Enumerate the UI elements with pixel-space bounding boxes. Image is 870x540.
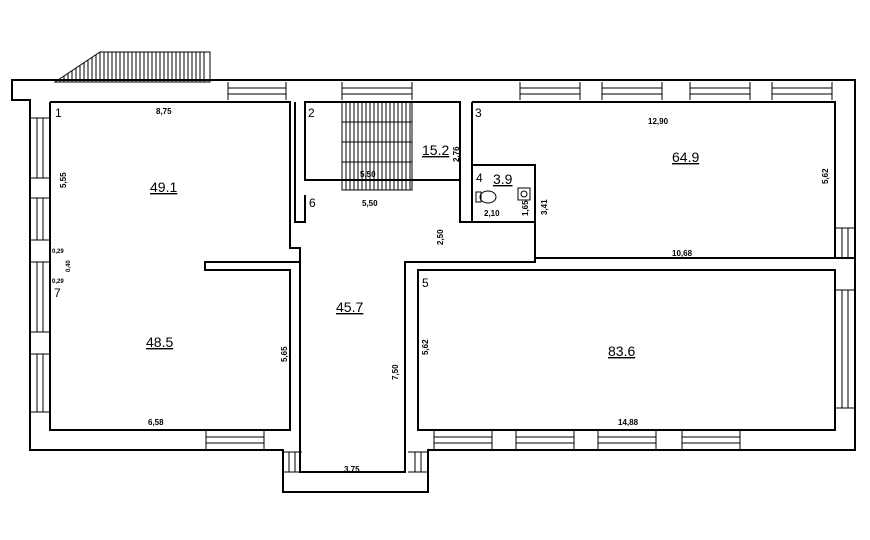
dim-r7-c: 0,29 — [52, 279, 64, 285]
interior-staircase — [341, 101, 413, 191]
room-number-5: 5 — [422, 276, 429, 290]
room-number-1: 1 — [55, 106, 62, 120]
room-area-7: 48.5 — [146, 334, 173, 350]
dim-bay: 3,75 — [344, 465, 360, 474]
dim-stairs: 5,50 — [360, 170, 376, 179]
dim-r4-height: 1,65 — [521, 200, 530, 216]
room-number-6: 6 — [309, 196, 316, 210]
room-area-4: 3.9 — [493, 171, 513, 187]
dim-r3-bottom: 10,68 — [672, 249, 693, 258]
room-number-4: 4 — [476, 171, 483, 185]
dim-r6-len: 5,50 — [362, 199, 378, 208]
room-area-5: 83.6 — [608, 343, 635, 359]
room-area-1: 49.1 — [150, 179, 177, 195]
toilet-icon — [475, 190, 497, 204]
sink-icon — [517, 187, 531, 201]
dim-r5-left: 5,62 — [421, 339, 430, 355]
dim-r5-bottom: 14,88 — [618, 418, 639, 427]
dim-corridor-length: 7,50 — [391, 364, 400, 380]
dim-r1-left: 5,55 — [59, 172, 68, 188]
room-area-6: 45.7 — [336, 299, 363, 315]
dim-r7-right: 5,65 — [280, 346, 289, 362]
external-staircase — [53, 51, 211, 83]
room-area-2: 15.2 — [422, 142, 449, 158]
room-number-2: 2 — [308, 106, 315, 120]
dim-r4-width: 2,10 — [484, 209, 500, 218]
dim-r3-right: 5,62 — [821, 168, 830, 184]
room-area-3: 64.9 — [672, 149, 699, 165]
outer-walls — [11, 79, 856, 493]
dim-corridor-width: 2,50 — [436, 229, 445, 245]
windows — [30, 82, 855, 473]
dim-r7-b: 0,40 — [66, 260, 72, 272]
dim-r7-a: 0,29 — [52, 249, 64, 255]
dim-r4-side: 3,41 — [540, 199, 549, 215]
dim-r3-top: 12,90 — [648, 117, 669, 126]
dim-r1-top: 8,75 — [156, 107, 172, 116]
dim-r7-bottom: 6,58 — [148, 418, 164, 427]
room-number-7: 7 — [54, 286, 61, 300]
room-number-3: 3 — [475, 106, 482, 120]
dim-r2-side: 2,76 — [452, 146, 461, 162]
